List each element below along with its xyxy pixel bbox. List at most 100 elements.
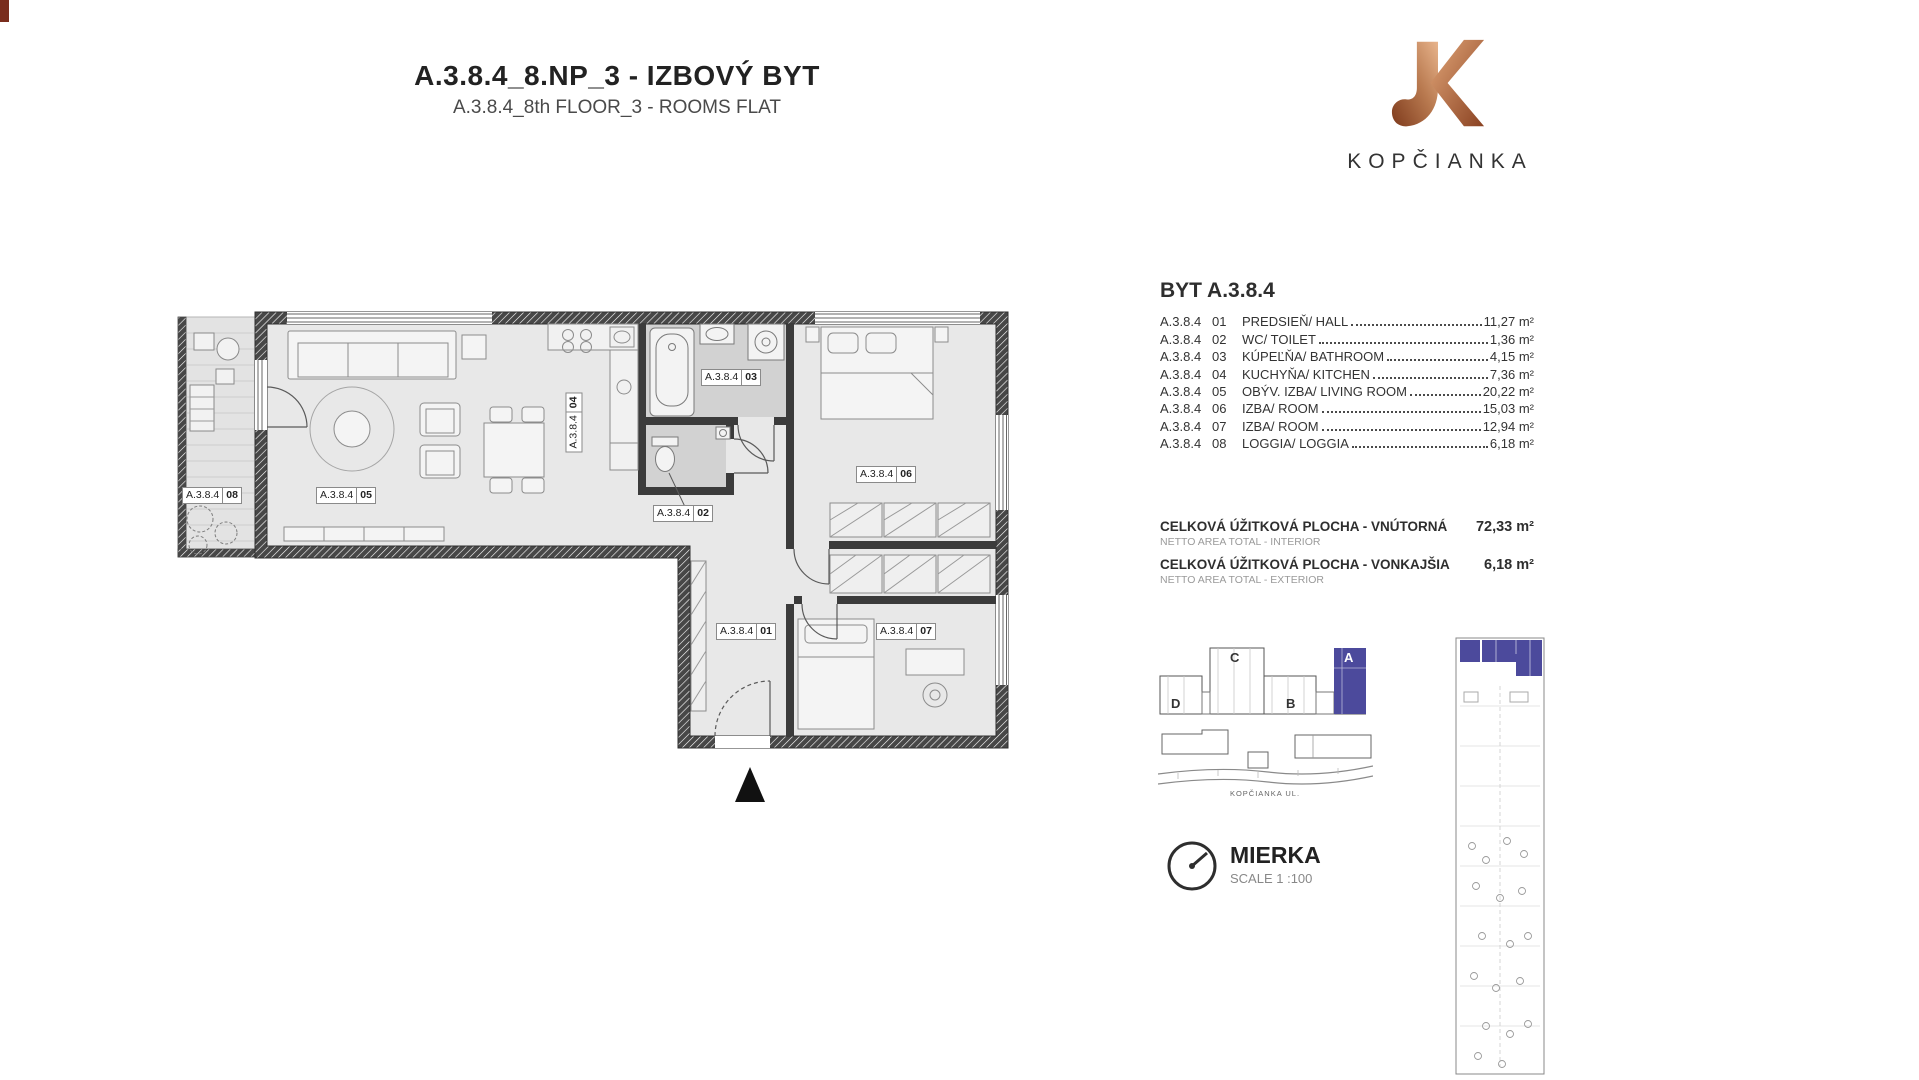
- scale-block: MIERKA SCALE 1 :100: [1230, 842, 1321, 886]
- title-block: A.3.8.4_8.NP_3 - IZBOVÝ BYT A.3.8.4_8th …: [317, 60, 917, 119]
- chair: [922, 682, 948, 708]
- toilet-tank: [651, 436, 679, 447]
- living-room-furniture: [283, 330, 545, 542]
- loggia-door-opening: [255, 360, 267, 430]
- washing-machine: [747, 323, 785, 361]
- room-number: 06: [896, 467, 915, 482]
- plant: [214, 521, 238, 545]
- bathroom-sink: [699, 323, 735, 345]
- stove-burner: [580, 341, 592, 353]
- hall-furniture: [690, 554, 991, 712]
- total-label-sk: CELKOVÁ ÚŽITKOVÁ PLOCHA - VNÚTORNÁ: [1160, 519, 1448, 534]
- room-number: 02: [693, 506, 712, 521]
- interior-walls: [638, 324, 996, 736]
- loggia-table: [216, 337, 240, 361]
- dot-leader: [1409, 393, 1481, 396]
- plant: [188, 535, 208, 555]
- total-label-en: NETTO AREA TOTAL - INTERIOR: [1160, 536, 1321, 548]
- dot-leader: [1321, 428, 1481, 431]
- block-connector: [1201, 691, 1211, 715]
- brand-name: KOPČIANKA: [1347, 150, 1533, 173]
- logo-chevron: [1430, 39, 1485, 127]
- cell-code: A.3.8.4: [1160, 314, 1202, 330]
- loggia-chair: [193, 332, 215, 351]
- sofa: [287, 330, 457, 380]
- site-building: [1247, 751, 1269, 769]
- kitchen-sink: [609, 326, 635, 348]
- room-code: A.3.8.4: [567, 415, 580, 449]
- total-label-en: NETTO AREA TOTAL - EXTERIOR: [1160, 574, 1324, 586]
- logo-stem: [1391, 41, 1438, 127]
- cell-code: A.3.8.4: [1160, 436, 1202, 452]
- dining-chair: [521, 406, 545, 423]
- kopcianka-k-monogram-icon: [1391, 39, 1485, 127]
- cell-area: 7,36 m²: [1489, 366, 1534, 382]
- cell-num: 03: [1212, 349, 1227, 365]
- total-value: 6,18 m²: [1484, 557, 1534, 573]
- cell-name: LOGGIA/ LOGGIA: [1242, 436, 1349, 452]
- dining-chair: [521, 477, 545, 494]
- block-d: [1159, 675, 1203, 715]
- cell-name: KUCHYŇA/ KITCHEN: [1242, 366, 1370, 382]
- highlighted-unit: [1482, 640, 1542, 676]
- wc-sink: [715, 426, 731, 440]
- loggia-chair-2: [215, 368, 235, 385]
- cell-code: A.3.8.4: [1160, 331, 1202, 347]
- rug: [309, 386, 395, 472]
- cell-num: 08: [1212, 436, 1227, 452]
- hall-cabinet: [690, 560, 707, 712]
- cell-name: IZBA/ ROOM: [1242, 401, 1319, 417]
- cell-code: A.3.8.4: [1160, 349, 1202, 365]
- room-number: 01: [756, 624, 775, 639]
- floor-key-plan: [1455, 637, 1545, 1075]
- loggia-railing: [177, 316, 187, 558]
- room-07-furniture: [797, 618, 965, 730]
- armchair: [419, 402, 461, 437]
- key-plan-details: [1468, 837, 1532, 1068]
- block-connector: [1315, 691, 1335, 715]
- cell-name: PREDSIEŇ/ HALL: [1242, 314, 1349, 330]
- site-building: [1294, 734, 1372, 759]
- entrance-opening: [715, 736, 770, 748]
- room-label-04: A.3.8.4 04: [565, 392, 583, 453]
- dining-table: [483, 422, 545, 478]
- kitchen-fixtures: [547, 323, 639, 471]
- dot-leader: [1321, 411, 1481, 414]
- pillow: [865, 332, 897, 354]
- toilet-bowl: [655, 446, 675, 472]
- block-letter-c: C: [1230, 650, 1240, 665]
- cell-code: A.3.8.4: [1160, 383, 1202, 399]
- street-line: [1158, 765, 1373, 775]
- block-letter-d: D: [1171, 696, 1180, 711]
- dot-leader: [1372, 376, 1488, 379]
- exterior-walls: [254, 311, 1009, 749]
- plant: [186, 505, 214, 533]
- room-number: 08: [222, 488, 241, 503]
- armchair: [419, 444, 461, 479]
- highlighted-unit: [1460, 640, 1480, 662]
- block-letter-a: A: [1344, 650, 1354, 665]
- stove-burner: [562, 329, 574, 341]
- cell-name: IZBA/ ROOM: [1242, 418, 1319, 434]
- cell-area: 6,18 m²: [1489, 436, 1534, 452]
- street-label: KOPČIANKA UL.: [1230, 789, 1300, 798]
- cell-area: 4,15 m²: [1489, 349, 1534, 365]
- total-value: 72,33 m²: [1475, 519, 1534, 535]
- north-arrow-icon: [735, 767, 765, 802]
- cell-num: 06: [1212, 401, 1227, 417]
- unit-heading: BYT A.3.8.4: [1160, 279, 1275, 302]
- nightstand: [805, 326, 820, 343]
- room-number: 04: [566, 393, 582, 413]
